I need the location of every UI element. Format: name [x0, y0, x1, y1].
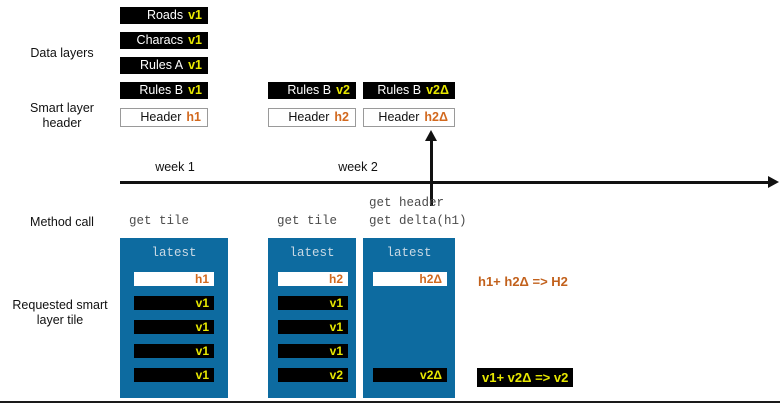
data-layer-name: Rules B	[139, 83, 184, 97]
data-layer-version: v1	[188, 58, 202, 72]
tile-data-row: v1	[278, 344, 348, 358]
requested-tile-week2: latest h2 v1 v1 v1 v2	[268, 238, 356, 398]
timeline-axis	[120, 181, 770, 184]
smart-layer-header-box-h1: Header h1	[120, 108, 208, 127]
data-layer-version: v1	[188, 8, 202, 22]
header-version: h2	[334, 110, 349, 124]
data-layer-box-roads: Roads v1	[120, 7, 208, 24]
method-call-get-header: get header	[369, 196, 445, 210]
row-label-data-layers: Data layers	[30, 46, 94, 60]
smart-layer-header-box-h2-delta: Header h2Δ	[363, 108, 455, 127]
data-layer-name: Rules B	[377, 83, 422, 97]
data-layer-name: Roads	[146, 8, 184, 22]
method-call-col1: get tile	[129, 214, 190, 228]
data-layer-name: Rules B	[287, 83, 332, 97]
method-call-get-delta: get delta(h1)	[369, 214, 467, 228]
data-layer-box-rules-b-delta: Rules B v2Δ	[363, 82, 455, 99]
data-layer-box-characs: Characs v1	[120, 32, 208, 49]
data-layer-box-rules-a: Rules A v1	[120, 57, 208, 74]
tile-header-row: h1	[134, 272, 214, 286]
equation-data-merge: v1+ v2Δ => v2	[477, 368, 574, 387]
tile-data-row: v2Δ	[373, 368, 447, 382]
data-layer-version: v1	[188, 83, 202, 97]
up-arrow-head-icon	[425, 130, 437, 141]
tile-data-row: v1	[278, 296, 348, 310]
data-layer-name: Characs	[136, 33, 184, 47]
data-layer-box-rules-b-week2: Rules B v2	[268, 82, 356, 99]
up-arrow-shaft	[430, 140, 433, 206]
equation-header-merge: h1+ h2Δ => H2	[478, 274, 568, 289]
header-name: Header	[140, 110, 182, 124]
method-call-col2: get tile	[277, 214, 338, 228]
row-label-requested-smart-layer-tile: Requested smart layer tile	[12, 298, 108, 327]
tile-data-row: v2	[278, 368, 348, 382]
tile-data-row: v1	[134, 296, 214, 310]
tile-data-row: v1	[134, 320, 214, 334]
requested-tile-delta: latest h2Δ v2Δ	[363, 238, 455, 398]
bottom-divider	[0, 401, 780, 403]
timeline-label-week1: week 1	[155, 160, 195, 174]
data-layer-version: v2	[336, 83, 350, 97]
tile-data-row: v1	[134, 344, 214, 358]
header-name: Header	[288, 110, 330, 124]
row-label-smart-layer-header: Smart layer header	[30, 101, 94, 130]
tile-data-row: v1	[134, 368, 214, 382]
header-name: Header	[378, 110, 420, 124]
tile-latest-label: latest	[386, 246, 432, 260]
data-layer-version: v2Δ	[426, 83, 449, 97]
data-layer-box-rules-b-week1: Rules B v1	[120, 82, 208, 99]
data-layer-version: v1	[188, 33, 202, 47]
timeline-arrow-icon	[768, 176, 779, 188]
header-version: h1	[186, 110, 201, 124]
tile-header-row: h2	[278, 272, 348, 286]
tile-latest-label: latest	[289, 246, 335, 260]
tile-header-row: h2Δ	[373, 272, 447, 286]
tile-latest-label: latest	[151, 246, 197, 260]
row-label-method-call: Method call	[30, 215, 94, 229]
timeline-label-week2: week 2	[338, 160, 378, 174]
header-version: h2Δ	[424, 110, 448, 124]
tile-data-row: v1	[278, 320, 348, 334]
smart-layer-header-box-h2: Header h2	[268, 108, 356, 127]
data-layer-name: Rules A	[140, 58, 184, 72]
requested-tile-week1: latest h1 v1 v1 v1 v1	[120, 238, 228, 398]
